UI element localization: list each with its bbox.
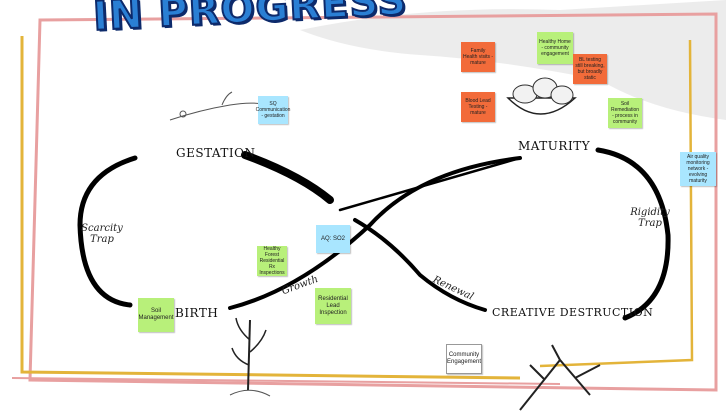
label-rigidity-trap: Rigidity Trap (630, 207, 670, 229)
plant-stem (247, 319, 251, 391)
plant-leaves (231, 317, 267, 366)
note-aq-so2: AQ: SO2 (316, 225, 350, 253)
plant-roots (229, 389, 271, 397)
stage-gestation: GESTATION (176, 146, 256, 160)
note-sq-communication: SQ Communication - gestation (256, 96, 290, 124)
loop-cross-thin (338, 156, 522, 212)
stage-creative-destruction: CREATIVE DESTRUCTION (492, 306, 654, 319)
loop-gestation-stroke (241, 151, 334, 204)
pink-frame-bottom (11, 377, 561, 385)
sketch-shading (300, 0, 726, 120)
note-soil-remediation: Soil Remediation - process in community (608, 98, 642, 128)
sprout-sketch (221, 91, 233, 106)
note-healthy-forest: Healthy Forest Residential Rx Inspection… (257, 246, 287, 276)
seed-sketch (179, 110, 187, 118)
note-blood-lead: Blood Lead Testing - mature (461, 92, 495, 122)
loop-destruction-arc (353, 218, 487, 312)
stage-birth: BIRTH (175, 306, 219, 320)
yellow-frame-right (539, 39, 694, 368)
yellow-frame-left (20, 36, 521, 380)
egg-icon (550, 85, 574, 105)
note-soil-management: Soil Management (138, 298, 174, 332)
loop-growth-arc (228, 156, 522, 310)
stage-maturity: MATURITY (518, 139, 591, 153)
note-healthy-home: Healthy Home - community engagement (537, 32, 573, 64)
label-scarcity-trap: Scarcity Trap (81, 223, 123, 245)
pink-frame (28, 12, 718, 392)
broken-branch-icon (519, 344, 601, 411)
loop-right-outer (595, 147, 671, 321)
note-bl-testing: BL testing still breaking, but broadly s… (573, 54, 607, 84)
loop-left-outer (77, 155, 138, 308)
note-family-health: Family Health visits - mature (461, 42, 495, 72)
note-community-engagement: Community Engagement (446, 344, 482, 374)
note-residential-lead: Residential Lead Inspection (315, 288, 351, 324)
note-air-quality: Air quality monitoring network - evolvin… (680, 152, 716, 186)
